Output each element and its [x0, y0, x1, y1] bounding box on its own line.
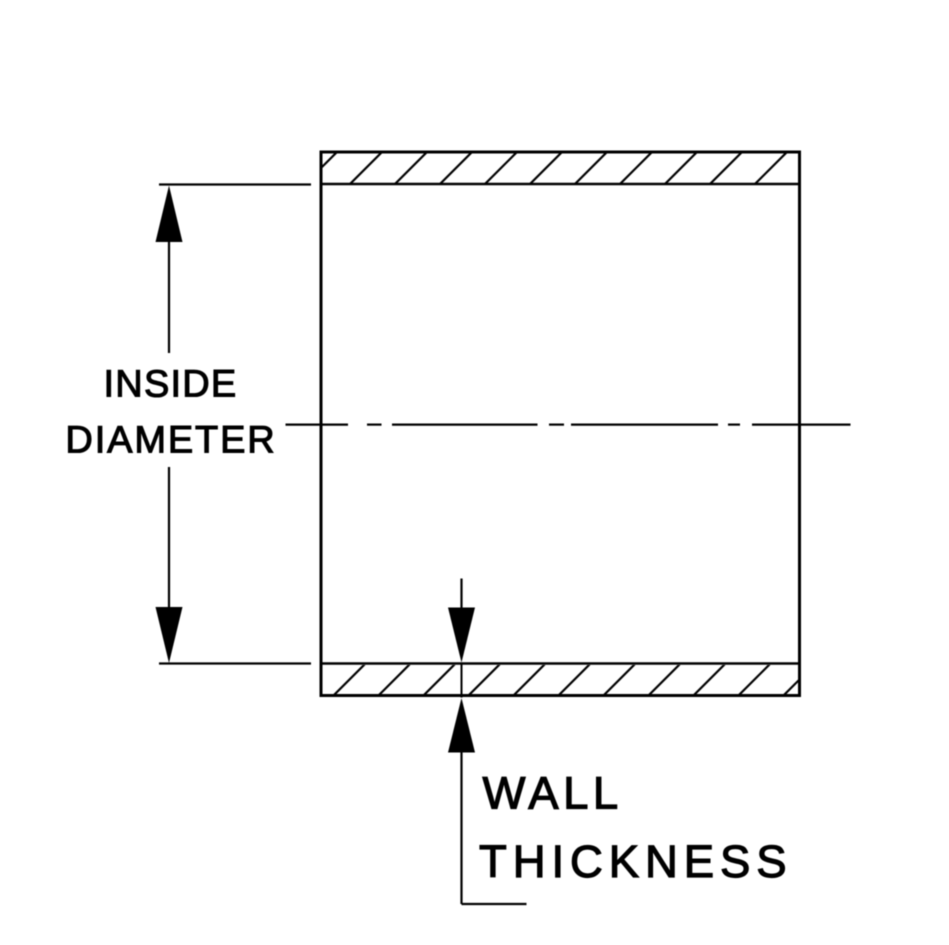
svg-text:THICKNESS: THICKNESS: [479, 836, 793, 887]
svg-text:INSIDE: INSIDE: [104, 364, 238, 406]
svg-text:DIAMETER: DIAMETER: [65, 420, 276, 462]
svg-text:WALL: WALL: [483, 768, 623, 819]
